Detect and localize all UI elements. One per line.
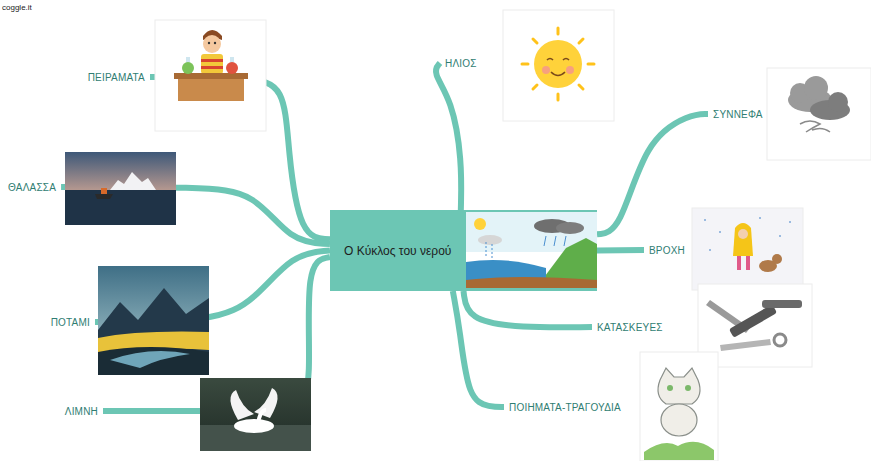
branch-topic: ΠΟΙΗΜΑΤΑ-ΤΡΑΓΟΥΔΙΑ xyxy=(504,401,626,414)
branch-connector xyxy=(61,187,330,244)
cat-picture xyxy=(640,352,718,461)
topic-text: ΠΟΙΗΜΑΤΑ-ΤΡΑΓΟΥΔΙΑ xyxy=(509,402,621,413)
branch-topic: ΘΑΛΑΣΣΑ xyxy=(3,181,61,194)
branch-topic: ΗΛΙΟΣ xyxy=(440,57,482,70)
lake-picture xyxy=(200,378,311,451)
topic-text: ΗΛΙΟΣ xyxy=(445,58,477,69)
branch-connector xyxy=(436,63,461,210)
branch-topic: ΠΕΙΡΑΜΑΤΑ xyxy=(83,71,150,84)
branch-topic: ΚΑΤΑΣΚΕΥΕΣ xyxy=(592,321,668,334)
topic-text: ΠΟΤΑΜΙ xyxy=(51,317,90,328)
sea-picture xyxy=(65,152,176,225)
branch-topic: ΣΥΝΝΕΦΑ xyxy=(708,108,768,121)
topic-text: ΛΙΜΝΗ xyxy=(65,406,98,417)
sun-picture xyxy=(503,10,614,121)
branch-connector xyxy=(597,114,708,234)
branch-connector xyxy=(464,291,593,327)
topic-text: ΒΡΟΧΗ xyxy=(649,245,685,256)
topic-text: ΘΑΛΑΣΣΑ xyxy=(8,182,56,193)
topic-text: ΣΥΝΝΕΦΑ xyxy=(713,109,763,120)
experiments-picture xyxy=(155,20,266,131)
central-topic: Ο Κύκλος του νερού xyxy=(330,210,597,291)
topic-text: Ο Κύκλος του νερού xyxy=(344,244,451,258)
branch-topic: ΛΙΜΝΗ xyxy=(60,405,103,418)
topic-text: ΚΑΤΑΣΚΕΥΕΣ xyxy=(597,322,663,333)
branch-topic: ΠΟΤΑΜΙ xyxy=(46,316,95,329)
branch-connector xyxy=(453,291,504,407)
clouds-picture xyxy=(767,68,871,160)
branch-connector xyxy=(597,247,644,254)
topic-text: ΠΕΙΡΑΜΑΤΑ xyxy=(88,72,145,83)
rain-picture xyxy=(692,208,803,290)
watermark: coggle.it xyxy=(2,3,32,12)
river-picture xyxy=(98,266,209,375)
water-cycle-picture xyxy=(466,212,597,288)
branch-topic: ΒΡΟΧΗ xyxy=(644,244,690,257)
